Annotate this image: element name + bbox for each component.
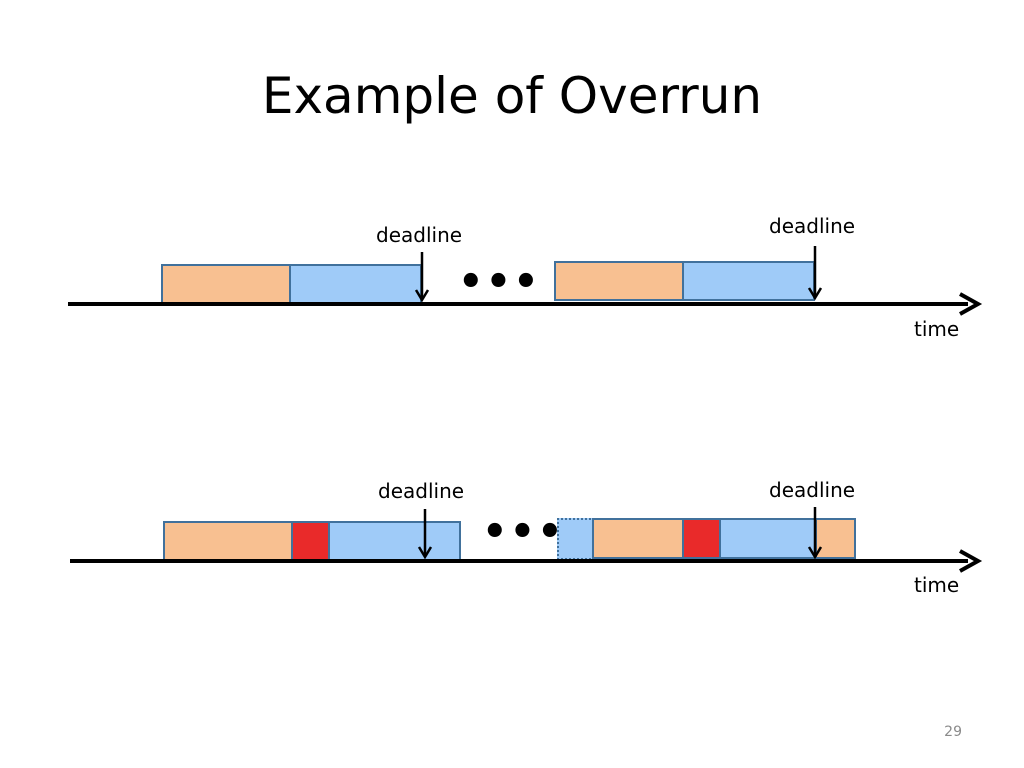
slide-title: Example of Overrun	[261, 67, 763, 125]
page-number: 29	[944, 724, 962, 740]
time-axis-label: time	[914, 317, 960, 341]
timeline-axis	[68, 246, 983, 316]
blue-block-2	[682, 261, 815, 301]
timeline-overrun: ••• deadline deadline time	[0, 460, 1024, 620]
orange-block-2	[592, 518, 685, 559]
deadline-label-2: deadline	[769, 214, 856, 238]
deadline-arrow-2	[807, 246, 823, 301]
deadline-arrow-2	[807, 507, 823, 560]
red-block-1	[291, 521, 331, 561]
orange-block-2	[554, 261, 685, 301]
blue-block-1	[289, 264, 422, 304]
time-axis-label: time	[914, 573, 960, 597]
ellipsis: •••	[458, 259, 541, 305]
ellipsis: •••	[482, 509, 565, 555]
deadline-arrow-1	[414, 252, 430, 303]
timeline-normal: ••• deadline deadline time	[0, 200, 1024, 360]
deadline-arrow-1	[417, 509, 433, 560]
red-block-2	[682, 518, 722, 559]
deadline-label-1: deadline	[376, 223, 463, 247]
deadline-label-2: deadline	[769, 478, 856, 502]
orange-block-1	[163, 521, 294, 561]
orange-block-3	[815, 518, 856, 559]
timeline-axis	[70, 507, 983, 573]
blue-block-2	[719, 518, 818, 559]
deadline-label-1: deadline	[378, 479, 465, 503]
